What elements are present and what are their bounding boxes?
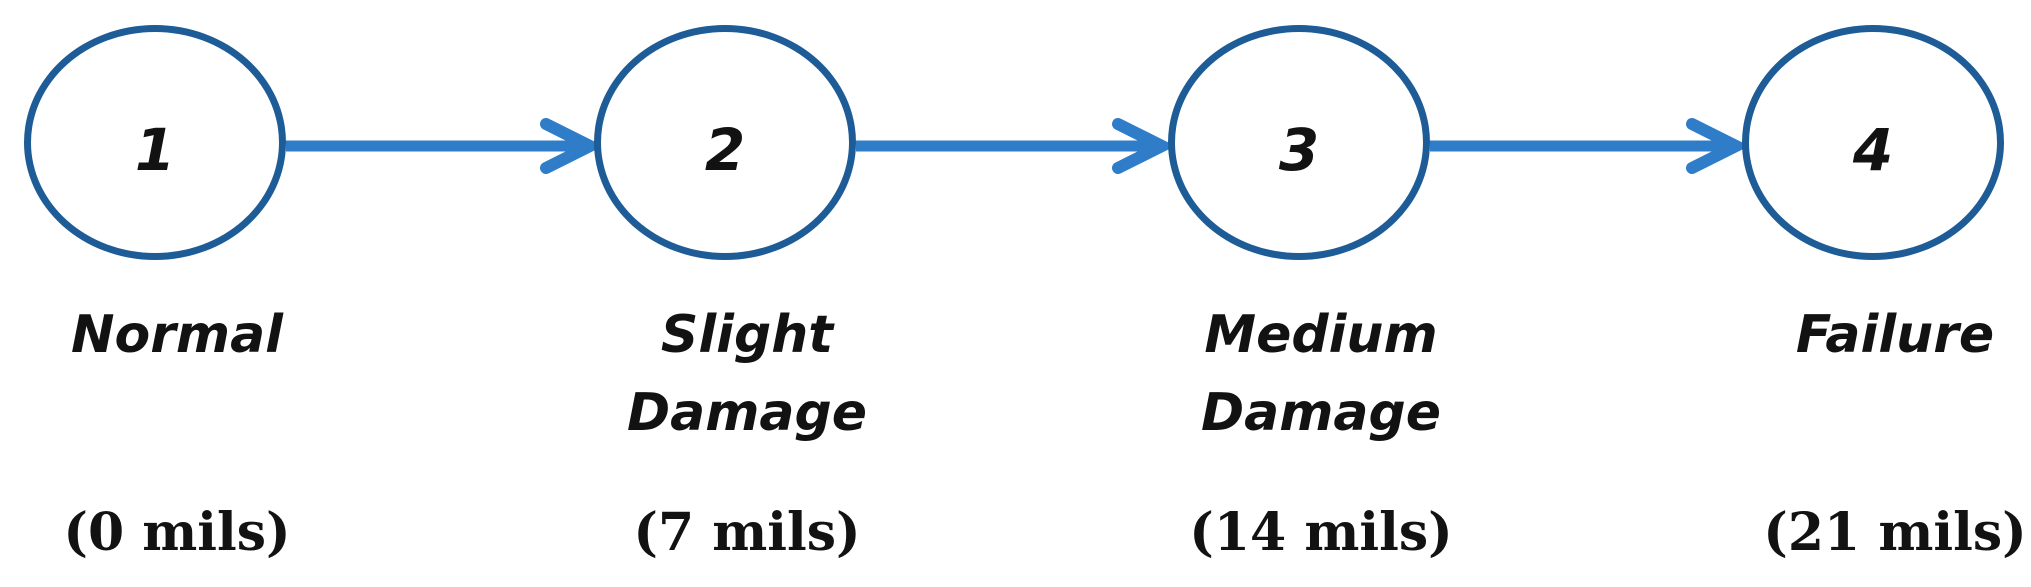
state-label: Failure: [1795, 305, 1995, 365]
state-normal: 1 Normal (0 mils): [24, 0, 291, 587]
arrow-head-icon: [1686, 118, 1750, 174]
state-medium-damage: 3 Medium Damage (14 mils): [1168, 0, 1453, 587]
state-label: Normal: [71, 305, 283, 365]
state-displacement: (14 mils): [1189, 502, 1453, 563]
state-displacement: (21 mils): [1763, 502, 2027, 563]
state-node-circle: 4: [1742, 25, 2004, 260]
state-displacement: (7 mils): [633, 502, 861, 563]
state-number: 1: [134, 115, 176, 184]
state-label: Medium Damage: [1200, 305, 1442, 443]
state-number: 4: [1852, 115, 1894, 184]
state-number: 2: [704, 115, 746, 184]
transition-arrow-1-2: [286, 118, 604, 174]
state-node-circle: 3: [1168, 25, 1430, 260]
arrow-head-icon: [1112, 118, 1176, 174]
transition-arrow-2-3: [856, 118, 1176, 174]
state-slight-damage: 2 Slight Damage (7 mils): [594, 0, 867, 587]
state-failure: 4 Failure (21 mils): [1742, 0, 2027, 587]
state-node-circle: 2: [594, 25, 856, 260]
transition-arrow-3-4: [1430, 118, 1750, 174]
state-label: Slight Damage: [626, 305, 868, 443]
state-number: 3: [1278, 115, 1320, 184]
state-displacement: (0 mils): [63, 502, 291, 563]
arrow-head-icon: [540, 118, 604, 174]
state-node-circle: 1: [24, 25, 286, 260]
